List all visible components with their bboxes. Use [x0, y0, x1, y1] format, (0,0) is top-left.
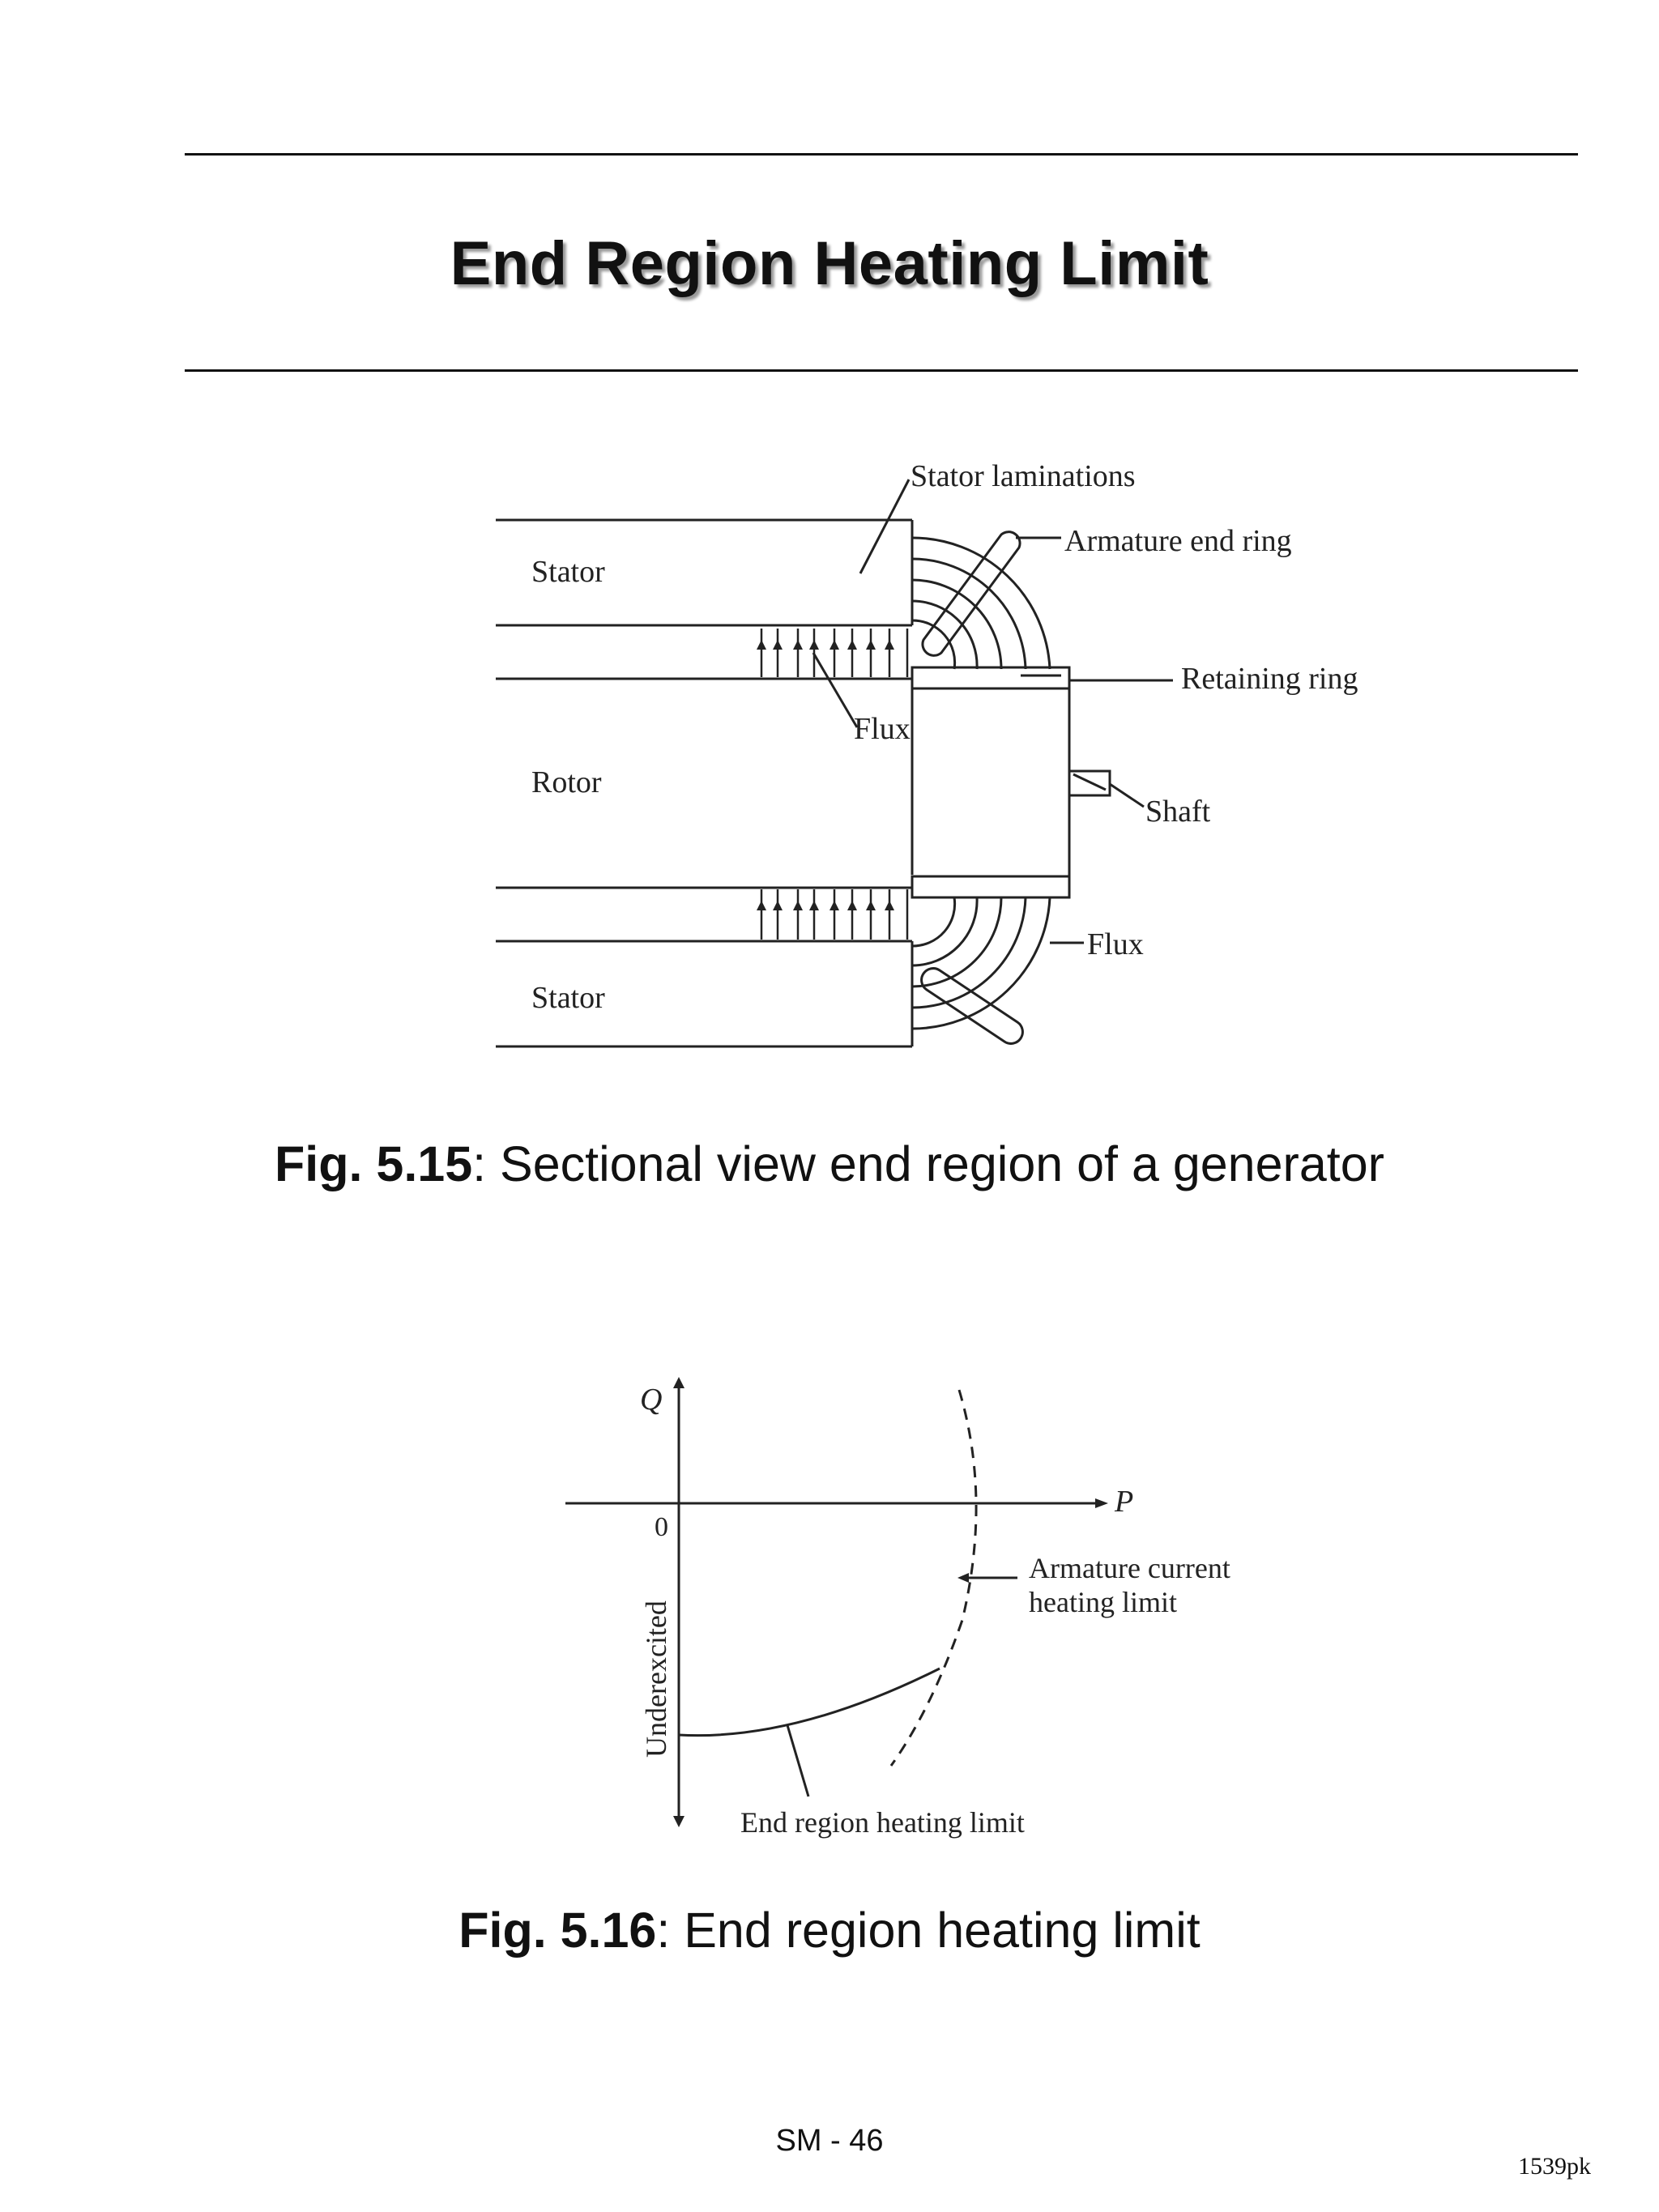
figure-caption-5-15: Fig. 5.15: Sectional view end region of … — [0, 1136, 1659, 1192]
caption-number: Fig. 5.16 — [458, 1903, 657, 1958]
document-code: 1539pk — [1518, 2153, 1591, 2180]
caption-text: : Sectional view end region of a generat… — [472, 1136, 1384, 1191]
label-stator-top: Stator — [531, 555, 605, 589]
label-rotor: Rotor — [531, 765, 602, 799]
page-title: End Region Heating Limit — [450, 229, 1209, 298]
pq-capability-diagram: Q P 0 Underexcited Armature current heat… — [565, 1377, 1230, 1839]
figure-caption-5-16: Fig. 5.16: End region heating limit — [0, 1902, 1659, 1958]
caption-text: : End region heating limit — [656, 1903, 1201, 1958]
label-flux-lower: Flux — [1087, 927, 1144, 961]
label-flux-upper: Flux — [854, 712, 911, 746]
label-heating-limit: heating limit — [1029, 1586, 1177, 1618]
label-stator-laminations: Stator laminations — [911, 459, 1136, 493]
label-p-axis: P — [1114, 1485, 1133, 1519]
label-armature-end-ring: Armature end ring — [1064, 524, 1292, 558]
label-underexcited: Underexcited — [640, 1600, 672, 1758]
label-end-region-heating-limit: End region heating limit — [740, 1806, 1025, 1839]
top-rule — [185, 153, 1578, 156]
label-origin: 0 — [655, 1512, 668, 1542]
title-bottom-rule — [185, 369, 1578, 372]
caption-number: Fig. 5.15 — [275, 1136, 473, 1191]
label-stator-bottom: Stator — [531, 981, 605, 1015]
label-shaft: Shaft — [1145, 795, 1211, 829]
generator-section-diagram: Stator laminations Armature end ring Sta… — [496, 459, 1358, 1048]
page-number: SM - 46 — [775, 2124, 884, 2158]
label-retaining-ring: Retaining ring — [1181, 662, 1358, 696]
label-armature-current: Armature current — [1029, 1552, 1230, 1584]
label-q-axis: Q — [640, 1383, 662, 1417]
